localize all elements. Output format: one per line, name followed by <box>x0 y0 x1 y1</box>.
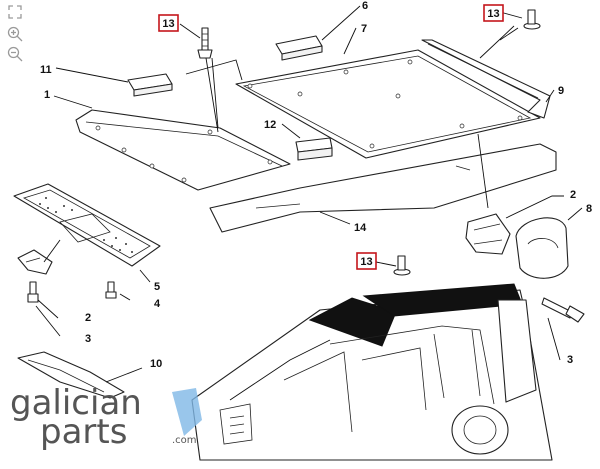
callout-2-left[interactable]: 2 <box>85 312 91 324</box>
logo-suffix: .com <box>172 435 197 446</box>
lower-trim-10 <box>17 351 125 399</box>
callout-text: 7 <box>361 23 367 35</box>
logo-accent-shape <box>172 388 202 436</box>
callout-7[interactable]: 7 <box>361 23 367 35</box>
zoom-out-icon[interactable] <box>6 46 24 62</box>
callout-1[interactable]: 1 <box>44 89 50 101</box>
callout-10[interactable]: 10 <box>150 358 162 370</box>
callout-13-top-left[interactable]: 13 <box>158 14 179 32</box>
overhead-console-5 <box>13 183 161 267</box>
side-trim-14 <box>209 143 557 233</box>
galicianparts-logo: galician parts .com <box>10 383 202 452</box>
callout-2-right[interactable]: 2 <box>570 189 576 201</box>
callout-4[interactable]: 4 <box>154 298 161 310</box>
callout-14[interactable]: 14 <box>354 222 367 234</box>
vehicle-body <box>191 283 553 461</box>
pad-11 <box>127 73 173 97</box>
callout-3-right[interactable]: 3 <box>567 354 573 366</box>
callout-13-top-right[interactable]: 13 <box>483 4 504 22</box>
callout-text: 4 <box>154 298 161 310</box>
pad-12 <box>295 137 333 161</box>
leader-lines <box>35 5 583 401</box>
pad-6 <box>275 35 323 61</box>
screw-3-left <box>27 281 39 303</box>
callout-text: 13 <box>162 18 174 30</box>
clip-13-top-left <box>197 27 213 59</box>
callout-text: 5 <box>154 281 160 293</box>
callout-12[interactable]: 12 <box>264 119 276 131</box>
callout-5[interactable]: 5 <box>154 281 160 293</box>
callout-text: 2 <box>570 189 576 201</box>
callout-text: 9 <box>558 85 564 97</box>
bracket-2-right <box>465 213 511 255</box>
clip-13-middle <box>393 255 411 276</box>
callout-text: 8 <box>586 203 592 215</box>
callout-9[interactable]: 9 <box>558 85 564 97</box>
callout-text: 14 <box>354 222 367 234</box>
front-lining-panel-1 <box>75 109 291 191</box>
bolt-3-right <box>541 297 585 323</box>
expand-icon[interactable] <box>6 4 24 20</box>
clip-13-top-right <box>523 9 541 30</box>
callout-text: 1 <box>44 89 50 101</box>
callout-11[interactable]: 11 <box>40 64 52 76</box>
logo-line-2: parts <box>40 412 127 452</box>
callout-text: 10 <box>150 358 162 370</box>
rear-rail-9 <box>421 39 551 119</box>
callout-text: 11 <box>40 64 52 76</box>
roof-lining-panel <box>235 49 541 159</box>
callout-text: 3 <box>85 333 91 345</box>
zoom-in-icon[interactable] <box>6 26 24 42</box>
callout-text: 13 <box>360 256 372 268</box>
callout-13-middle[interactable]: 13 <box>356 252 377 270</box>
bracket-2-left <box>17 249 53 275</box>
callout-text: 6 <box>362 0 368 12</box>
callout-8[interactable]: 8 <box>586 203 592 215</box>
cover-8 <box>515 217 569 279</box>
callout-text: 12 <box>264 119 276 131</box>
callout-text: 13 <box>487 8 499 20</box>
screw-4 <box>105 281 117 299</box>
callout-text: 3 <box>567 354 573 366</box>
logo-line-1: galician <box>10 383 142 423</box>
callout-text: 2 <box>85 312 91 324</box>
callout-6[interactable]: 6 <box>362 0 368 12</box>
callout-3-left[interactable]: 3 <box>85 333 91 345</box>
